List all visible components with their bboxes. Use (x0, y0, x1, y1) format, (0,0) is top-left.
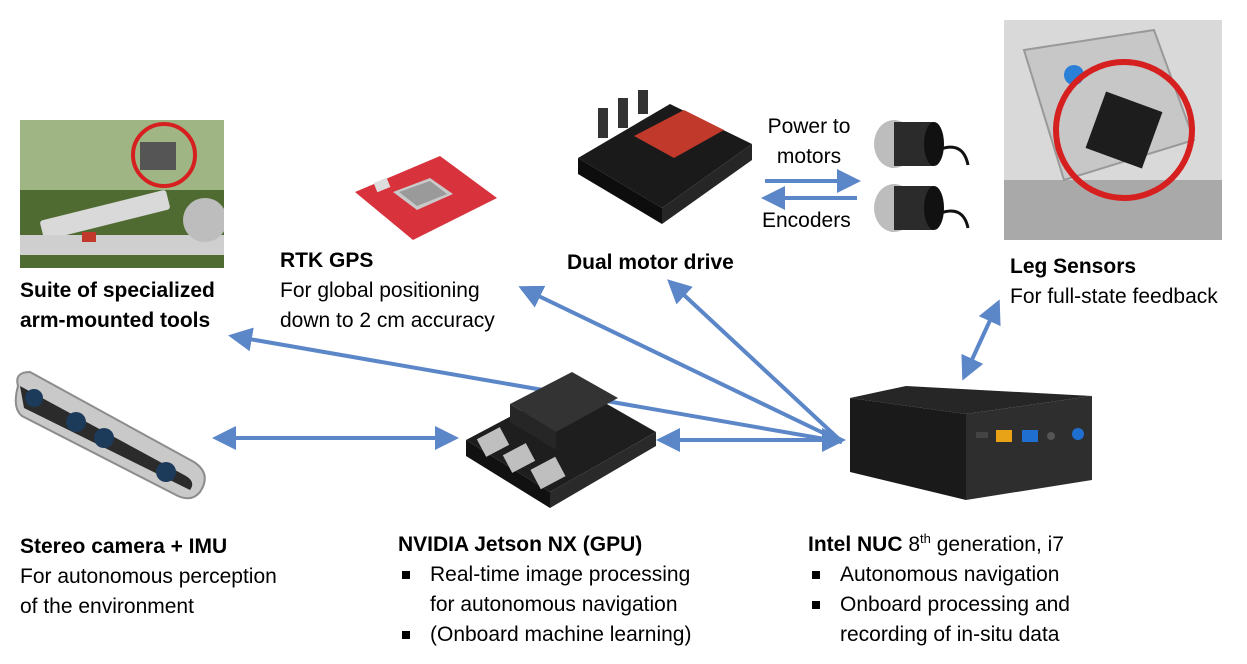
nuc-bullet-2: Onboard processing and (808, 590, 1070, 620)
dc-motor-icon (868, 110, 980, 246)
nuc-bullet-1: Autonomous navigation (808, 560, 1070, 590)
jetson-bullet-1: Real-time image processing (398, 560, 691, 590)
gps-desc-2: down to 2 cm accuracy (280, 309, 495, 332)
camera-desc-2: of the environment (20, 595, 194, 618)
nuc-title: Intel NUC (808, 533, 903, 556)
jetson-bullet-1-cont: for autonomous navigation (430, 593, 678, 616)
leg-desc: For full-state feedback (1010, 285, 1218, 308)
power-label: Power to motors (767, 115, 851, 168)
camera-desc-1: For autonomous perception (20, 565, 277, 588)
leg-sensor-photo (1004, 20, 1222, 240)
arm-tools-photo (20, 120, 227, 268)
gps-title: RTK GPS (280, 249, 374, 272)
nuc-gen-num: 8 (908, 533, 921, 556)
jetson-label: NVIDIA Jetson NX (GPU) Real-time image p… (398, 530, 691, 650)
nuc-label: Intel NUC 8th generation, i7 Autonomous … (808, 530, 1070, 650)
leg-title: Leg Sensors (1010, 255, 1137, 278)
arrow-nuc-gps (518, 285, 843, 444)
nuc-gen-rest: generation, i7 (930, 533, 1064, 556)
encoders-label: Encoders (762, 209, 851, 232)
motor-driver-icon (574, 88, 756, 228)
arrow-nuc-leg (961, 299, 1001, 381)
camera-label: Stereo camera + IMU For autonomous perce… (20, 532, 277, 622)
nuc-title-line: Intel NUC 8th generation, i7 (808, 530, 1070, 560)
camera-title: Stereo camera + IMU (20, 535, 228, 558)
motor-drive-title: Dual motor drive (567, 251, 734, 274)
leg-label: Leg Sensors For full-state feedback (1010, 252, 1218, 312)
gps-desc-1: For global positioning (280, 279, 480, 302)
gps-label: RTK GPS For global positioning down to 2… (280, 246, 495, 336)
nuc-bullet-2-cont: recording of in-situ data (840, 623, 1060, 646)
gps-board-icon (345, 152, 505, 244)
nuc-gen-sup: th (920, 531, 931, 546)
jetson-title: NVIDIA Jetson NX (GPU) (398, 533, 643, 556)
jetson-bullet-2: (Onboard machine learning) (398, 620, 691, 650)
stereo-camera-icon (8, 366, 214, 506)
arrow-nuc-motordrive (667, 279, 844, 444)
arrow-nuc-tools (228, 327, 843, 444)
jetson-board-icon (462, 362, 658, 512)
tools-title: Suite of specialized arm-mounted tools (20, 279, 215, 332)
nuc-computer-icon (846, 384, 1098, 504)
